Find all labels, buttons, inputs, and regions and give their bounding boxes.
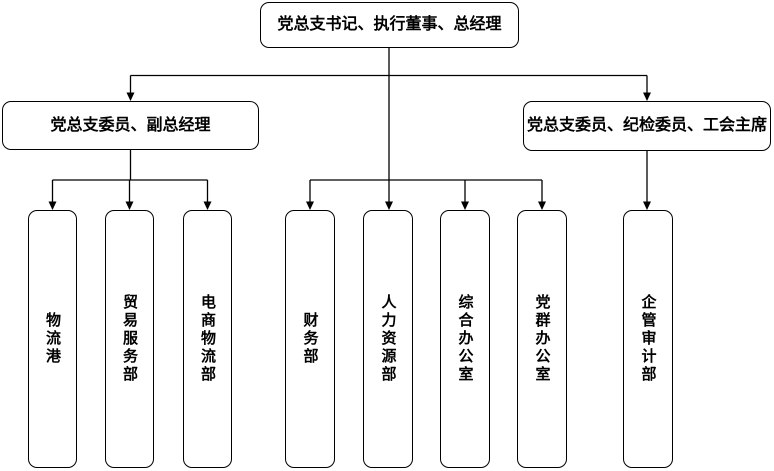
org-node-dept-finance: 财务部 (285, 210, 335, 468)
org-node-dept-human-resources: 人力资源部 (363, 210, 413, 468)
org-node-dept-ecommerce-logistics: 电商物流部 (183, 210, 232, 468)
org-node-deputy-general-manager-label: 党总支委员、副总经理 (50, 116, 211, 134)
org-node-root: 党总支书记、执行董事、总经理 (260, 2, 519, 48)
org-node-root-label: 党总支书记、执行董事、总经理 (277, 16, 502, 33)
org-node-dept-general-office: 综合办公室 (440, 210, 490, 468)
org-node-dept-human-resources-label: 人力资源部 (379, 294, 397, 384)
org-node-dept-ecommerce-logistics-label: 电商物流部 (199, 294, 216, 384)
org-node-dept-trade-service: 贸易服务部 (105, 210, 154, 468)
org-node-dept-logistics-port: 物流港 (28, 210, 77, 468)
org-node-dept-party-mass-office-label: 党群办公室 (533, 294, 551, 384)
org-node-dept-logistics-port-label: 物流港 (44, 312, 61, 366)
org-node-deputy-general-manager: 党总支委员、副总经理 (2, 101, 259, 150)
org-node-dept-enterprise-audit: 企管审计部 (623, 210, 673, 468)
org-node-dept-enterprise-audit-label: 企管审计部 (639, 294, 657, 384)
org-node-dept-trade-service-label: 贸易服务部 (121, 294, 138, 384)
org-node-dept-general-office-label: 综合办公室 (456, 294, 474, 384)
org-node-discipline-union-chair-label: 党总支委员、纪检委员、工会主席 (526, 117, 767, 134)
org-node-discipline-union-chair: 党总支委员、纪检委员、工会主席 (523, 101, 771, 151)
org-node-dept-finance-label: 财务部 (301, 312, 319, 366)
org-node-dept-party-mass-office: 党群办公室 (517, 210, 567, 468)
